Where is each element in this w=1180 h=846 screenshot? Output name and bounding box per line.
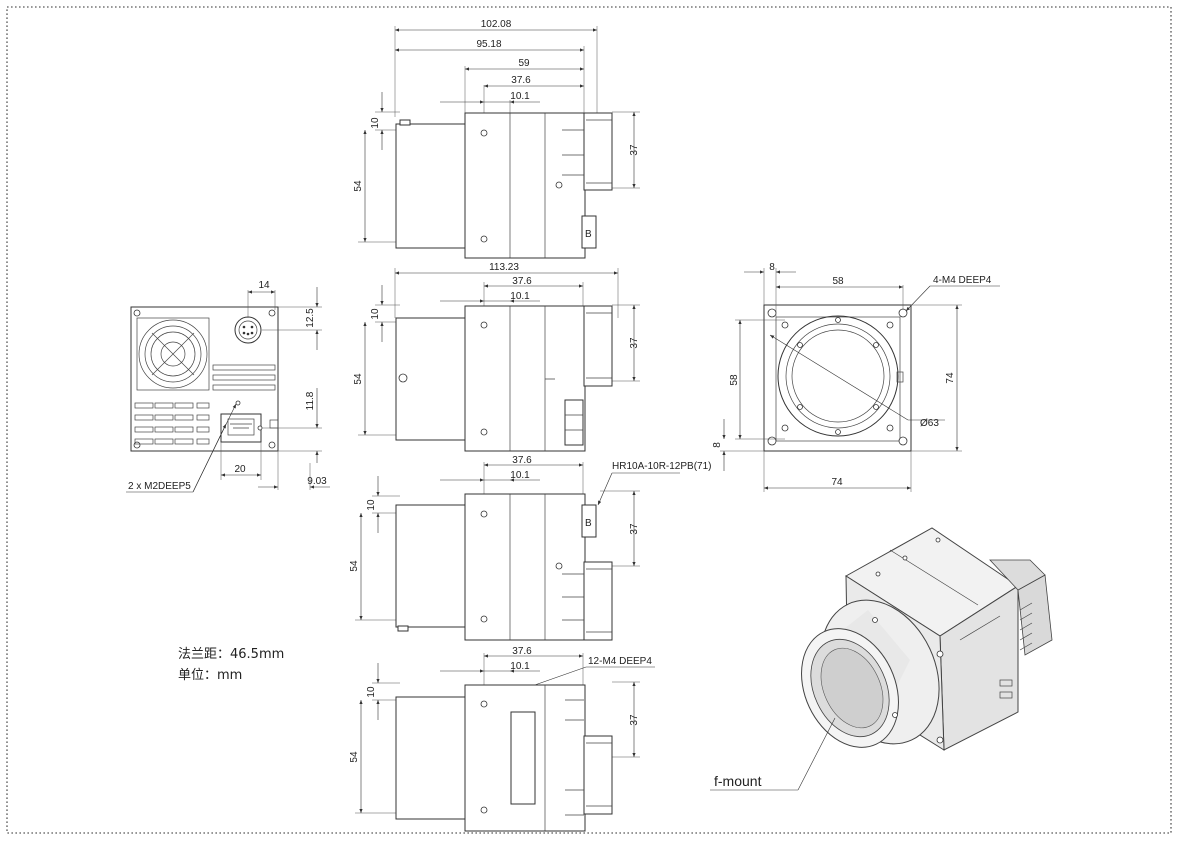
dim-text: 37.6 (511, 75, 531, 86)
rear-view: 14 12.5 11.8 20 9.03 2 x M2DEEP5 (126, 280, 330, 493)
leader-line (797, 717, 836, 791)
dim-text: 12.5 (305, 308, 316, 328)
dim-text: 10.1 (510, 661, 530, 672)
isometric-view: f-mount (710, 527, 1053, 791)
bottom-view: 37.6 10.1 12-M4 DEEP4 10 54 37 (349, 646, 655, 832)
dim-text: 37 (629, 523, 640, 535)
dim-text: 8 (769, 262, 775, 273)
diameter-text: Ø63 (920, 418, 939, 429)
side-view-2: 37.6 10.1 10 54 37 HR10A-10R-12PB(71) B (349, 455, 712, 641)
rear-callout: 2 x M2DEEP5 (128, 481, 191, 492)
notes: 法兰距：46.5mm 单位：mm (178, 647, 284, 683)
dim-text: 58 (729, 374, 740, 386)
dim-text: 58 (832, 276, 844, 287)
dim-text: 14 (258, 280, 270, 291)
dim-text: 54 (349, 560, 360, 572)
dim-text: 9.03 (307, 476, 327, 487)
dim-text: 10 (366, 686, 377, 698)
flange-distance-note: 法兰距：46.5mm (178, 647, 284, 662)
dim-text: 54 (349, 751, 360, 763)
dim-text: 102.08 (481, 19, 512, 30)
dim-text: 10 (366, 499, 377, 511)
connector-mark: B (585, 518, 592, 529)
holes-callout: 4-M4 DEEP4 (933, 275, 992, 286)
side-view-1: 113.23 37.6 10.1 10 54 37 (353, 262, 640, 452)
top-view: 102.08 95.18 59 37.6 10.1 10 54 37 (353, 19, 640, 259)
dim-text: 10.1 (510, 470, 530, 481)
dim-text: 37.6 (512, 646, 532, 657)
iso-label: f-mount (714, 773, 762, 789)
dim-text: 113.23 (489, 262, 519, 273)
dim-text: 37.6 (512, 276, 532, 287)
dim-text: 95.18 (476, 39, 501, 50)
dim-text: 10 (370, 117, 381, 129)
dim-text: 37 (629, 144, 640, 156)
dim-text: 74 (831, 477, 843, 488)
dim-text: 11.8 (305, 391, 316, 410)
dim-text: 54 (353, 180, 364, 192)
dim-text: 37.6 (512, 455, 532, 466)
dim-text: 74 (945, 372, 956, 384)
dim-text: 8 (712, 442, 723, 448)
dim-text: 37 (629, 714, 640, 726)
dim-text: 10.1 (510, 291, 530, 302)
front-view: Ø63 8 58 4-M4 DEEP4 58 8 74 74 (712, 262, 1000, 492)
dim-text: 59 (518, 58, 530, 69)
unit-note: 单位：mm (178, 668, 242, 683)
drawing-border (6, 6, 1172, 834)
dim-text: 20 (234, 464, 246, 475)
dim-text: 54 (353, 373, 364, 385)
dim-text: 37 (629, 337, 640, 349)
dim-text: 10.1 (510, 91, 530, 102)
connector-mark: B (585, 229, 592, 240)
holes-callout: 12-M4 DEEP4 (588, 656, 652, 667)
dim-text: 10 (370, 308, 381, 320)
connector-callout: HR10A-10R-12PB(71) (612, 461, 712, 472)
